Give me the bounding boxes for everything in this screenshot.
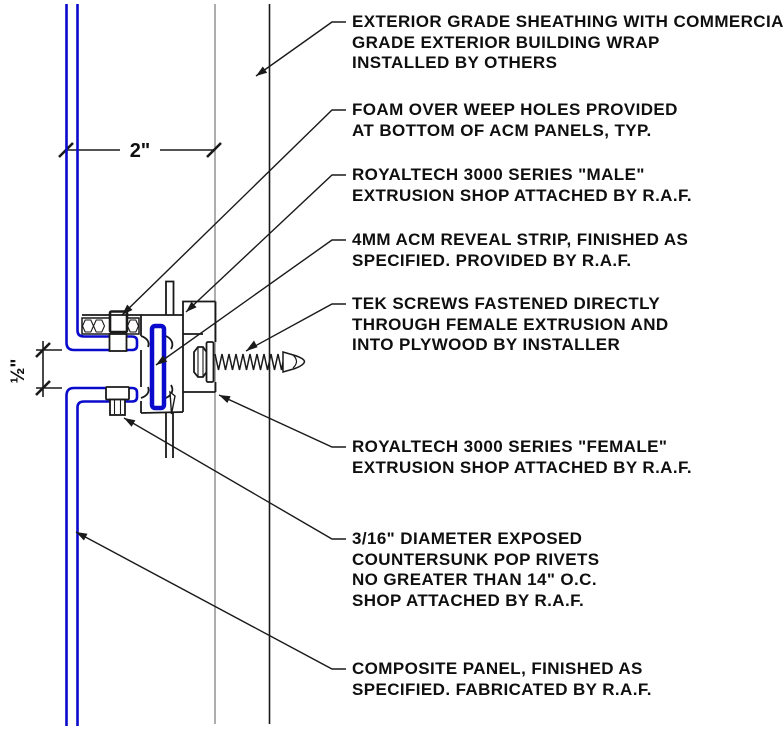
female-bottom-edge xyxy=(140,391,216,414)
callout-male-extrusion: ROYALTECH 3000 SERIES "MALE" EXTRUSION S… xyxy=(352,165,692,206)
callout-line: COUNTERSUNK POP RIVETS xyxy=(352,549,600,569)
callout-foam: FOAM OVER WEEP HOLES PROVIDED AT BOTTOM … xyxy=(352,100,678,141)
pop-rivet-lower xyxy=(105,386,130,416)
arrowhead-composite-panel xyxy=(76,532,88,541)
arrowhead-reveal-strip xyxy=(156,355,168,365)
callout-line: EXTRUSION SHOP ATTACHED BY R.A.F. xyxy=(352,457,693,477)
arrowhead-pop-rivets xyxy=(124,418,136,427)
callout-female-extrusion: ROYALTECH 3000 SERIES "FEMALE" EXTRUSION… xyxy=(352,437,692,478)
leader-foam xyxy=(121,109,346,316)
rivet-upper-head xyxy=(108,310,129,334)
arrowhead-male-extrusion xyxy=(186,301,197,312)
reveal-strip-channel xyxy=(149,323,167,411)
callout-line: ROYALTECH 3000 SERIES "FEMALE" xyxy=(352,437,668,456)
pop-rivet-upper xyxy=(108,310,129,352)
callout-tek-screws: TEK SCREWS FASTENED DIRECTLY THROUGH FEM… xyxy=(352,294,669,356)
leader-composite-panel xyxy=(75,531,346,670)
callout-line: SPECIFIED. FABRICATED BY R.A.F. xyxy=(352,679,652,699)
dim-tick-top xyxy=(35,342,51,358)
dimension-panel-to-wall: 2" xyxy=(58,140,222,162)
leader-pop-rivets xyxy=(123,417,346,540)
callout-line: SHOP ATTACHED BY R.A.F. xyxy=(352,590,585,610)
callout-line: EXTERIOR GRADE SHEATHING WITH COMMERCIAL xyxy=(352,12,784,31)
dim-label-half-in: ½" xyxy=(8,359,29,384)
rivet-lower-facets xyxy=(113,400,122,414)
rivet-upper-shaft xyxy=(108,333,128,352)
rivet-lower-body xyxy=(109,398,126,416)
female-extrusion xyxy=(140,300,217,458)
arrowhead-sheathing xyxy=(256,66,268,76)
arrowhead-foam xyxy=(122,304,133,315)
leader-reveal-strip xyxy=(155,239,346,366)
callout-line: INSTALLED BY OTHERS xyxy=(352,53,558,73)
callout-line: FOAM OVER WEEP HOLES PROVIDED xyxy=(352,100,678,119)
callout-line: INTO PLYWOOD BY INSTALLER xyxy=(352,335,621,355)
male-hook-bottom-right xyxy=(165,384,174,399)
female-step-to-wall xyxy=(182,300,216,315)
composite-panel-upper xyxy=(65,4,139,352)
male-hook-top-right xyxy=(165,335,174,350)
callout-line: 3/16" DIAMETER EXPOSED xyxy=(352,529,583,548)
arrowhead-tek-screws xyxy=(246,340,258,351)
callout-line: THROUGH FEMALE EXTRUSION AND xyxy=(352,314,669,334)
rivet-lower-flange xyxy=(105,386,130,401)
male-hook-top-left xyxy=(140,335,150,348)
leader-female-extrusion xyxy=(218,394,346,448)
male-extrusion xyxy=(82,280,183,415)
dimension-reveal-gap: ½" xyxy=(8,341,62,397)
tek-screw xyxy=(193,341,306,383)
callout-line: TEK SCREWS FASTENED DIRECTLY xyxy=(352,294,661,313)
arrowhead-female-extrusion xyxy=(219,395,231,403)
callout-reveal-strip: 4MM ACM REVEAL STRIP, FINISHED AS SPECIF… xyxy=(352,230,688,271)
dim-tick-right xyxy=(206,142,222,158)
screw-threads xyxy=(214,353,284,371)
panel-upper-outer-face xyxy=(65,4,139,352)
leader-sheathing xyxy=(255,21,346,77)
callout-line: EXTRUSION SHOP ATTACHED BY R.A.F. xyxy=(352,185,693,205)
screw-head-facets xyxy=(197,347,204,377)
screw-tip-flute xyxy=(292,354,298,369)
male-bottom-blade xyxy=(169,390,176,415)
screw-hex-head xyxy=(193,346,208,378)
panel-lower-outer-face xyxy=(65,386,139,726)
callout-line: 4MM ACM REVEAL STRIP, FINISHED AS xyxy=(352,230,689,249)
leader-male-extrusion xyxy=(185,174,346,313)
callout-composite-panel: COMPOSITE PANEL, FINISHED AS SPECIFIED. … xyxy=(352,659,652,700)
composite-panel-lower xyxy=(65,386,139,726)
female-bottom-stub xyxy=(165,413,174,458)
callout-sheathing: EXTERIOR GRADE SHEATHING WITH COMMERCIAL… xyxy=(352,12,784,74)
panel-upper-inner-face xyxy=(76,4,85,338)
screw-washer xyxy=(205,341,215,383)
callout-line: NO GREATER THAN 14" O.C. xyxy=(352,570,597,590)
panel-lower-inner-face xyxy=(76,400,85,726)
callout-line: COMPOSITE PANEL, FINISHED AS xyxy=(352,659,643,678)
dim-tick-bottom xyxy=(35,380,51,396)
leader-lines xyxy=(75,21,346,670)
callout-line: GRADE EXTERIOR BUILDING WRAP xyxy=(352,32,660,52)
callout-line: ROYALTECH 3000 SERIES "MALE" xyxy=(352,165,645,184)
callout-line: SPECIFIED. PROVIDED BY R.A.F. xyxy=(352,250,632,270)
callout-pop-rivets: 3/16" DIAMETER EXPOSED COUNTERSUNK POP R… xyxy=(352,529,599,611)
reveal-strip xyxy=(149,323,167,411)
extrusion-top-fin xyxy=(165,280,175,315)
foam-hex-pattern xyxy=(81,319,140,333)
callout-line: AT BOTTOM OF ACM PANELS, TYP. xyxy=(352,120,652,140)
male-hook-bottom-left xyxy=(140,386,150,399)
leader-tek-screws xyxy=(245,303,346,352)
leader-arrowheads xyxy=(76,66,268,541)
screw-drill-tip xyxy=(282,351,306,373)
dim-label-2in: 2" xyxy=(130,140,151,162)
